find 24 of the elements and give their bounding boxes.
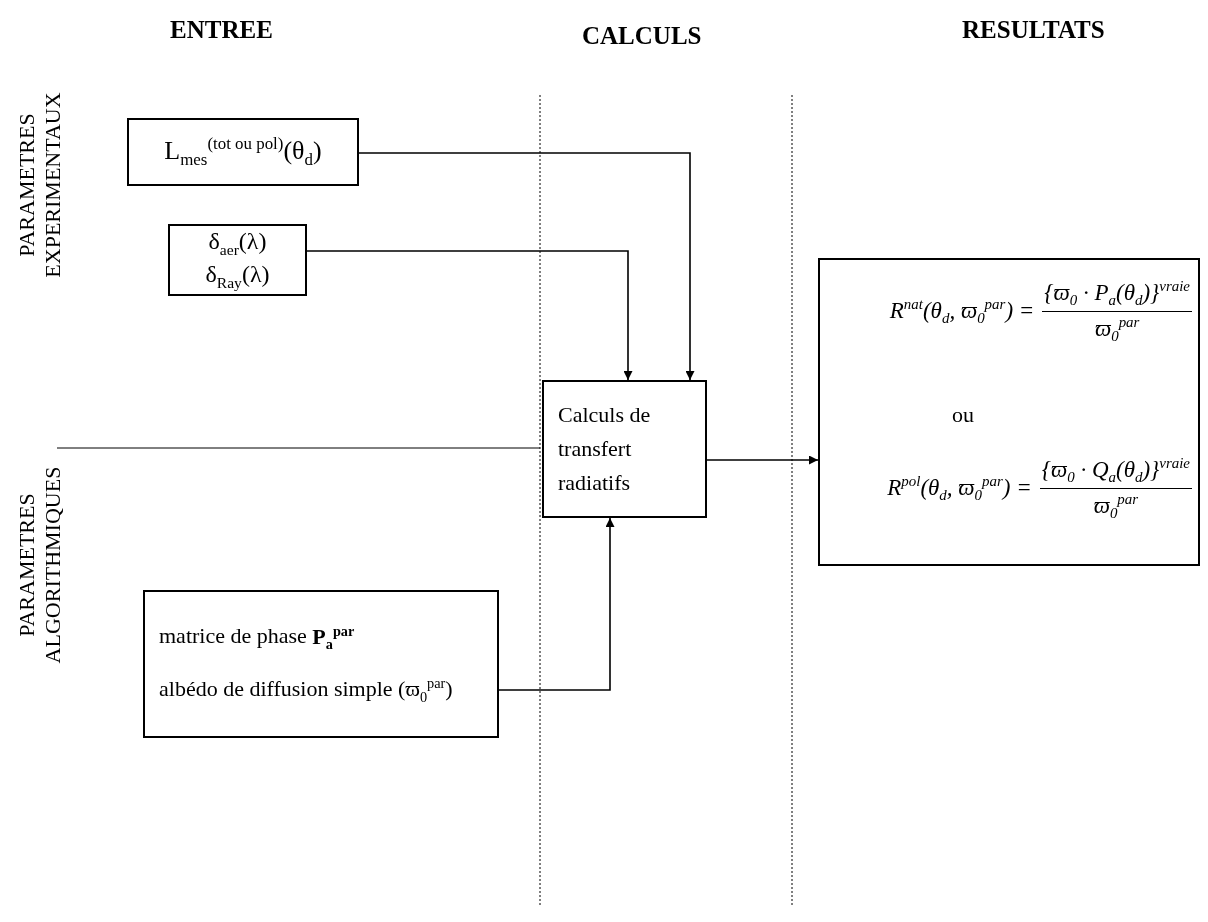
formula-text: R$^{nat}$(θ$_{d}$, ϖ$_{0}$$^{par}$) = — [889, 296, 1035, 328]
process-box — [542, 380, 707, 518]
input-label: albédo de diffusion simple (ϖ$_{0}$$^{par}$) — [159, 675, 454, 706]
input-box — [143, 590, 499, 738]
formula-text: R$^{pol}$(θ$_{d}$, ϖ$_{0}$$^{par}$) = — [887, 473, 1032, 505]
column-heading: ENTREE — [170, 16, 273, 44]
input-label: δ$_{aer}$(λ) — [208, 228, 267, 259]
input-box — [127, 118, 359, 186]
formula-text: {ϖ$_{0}$ · P$_{a}$(θ$_{d}$)}$^{vraie}$ — [1042, 278, 1192, 313]
arrow — [706, 455, 819, 465]
column-heading: CALCULS — [582, 22, 702, 50]
row-label: PARAMETRES EXPERIMENTAUX — [14, 91, 66, 280]
row-label: PARAMETRES ALGORITHMIQUES — [14, 465, 66, 666]
column-heading: RESULTATS — [962, 16, 1105, 44]
formula-text: {ϖ$_{0}$ · Q$_{a}$(θ$_{d}$)}$^{vraie}$ — [1039, 455, 1192, 490]
result-label: ou — [952, 402, 974, 428]
process-label: Calculs de transfert radiatifs — [558, 401, 652, 497]
arrow — [498, 517, 615, 691]
arrow — [306, 250, 633, 381]
input-label: L$_{mes}$$^{(tot ou pol)}$(θ$_{d}$) — [164, 134, 322, 170]
input-box — [168, 224, 307, 296]
arrow — [358, 152, 695, 381]
input-label: δ$_{Ray}$(λ) — [205, 261, 270, 292]
result-box — [818, 258, 1200, 566]
